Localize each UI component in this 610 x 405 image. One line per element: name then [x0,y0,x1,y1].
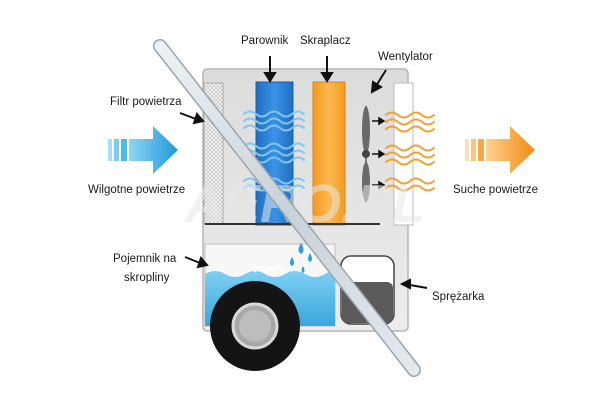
label-humid-air: Wilgotne powietrze [88,184,186,196]
fan-flow-arrows [372,116,386,190]
label-fan: Wentylator [378,51,433,63]
water-splash [254,266,284,275]
label-condenser: Skraplacz [300,35,351,47]
label-tank-line1: Pojemnik na [113,253,177,265]
label-compressor: Sprężarka [432,291,485,303]
label-air-filter: Filtr powietrza [110,96,182,108]
label-tank-line2: skropliny [124,272,170,284]
arrow-right-icon [108,126,178,174]
water-drop-icon [290,243,312,273]
arrow-right-icon [465,126,535,174]
wheel [210,281,300,371]
fan-icon [362,106,370,202]
label-evaporator: Parownik [241,35,289,47]
diagonal-pipe [153,39,421,377]
label-dry-air: Suche powietrze [453,184,539,196]
warm-air-waves [385,111,435,192]
condenser-coil [312,81,346,226]
callout-arrows [179,56,428,290]
